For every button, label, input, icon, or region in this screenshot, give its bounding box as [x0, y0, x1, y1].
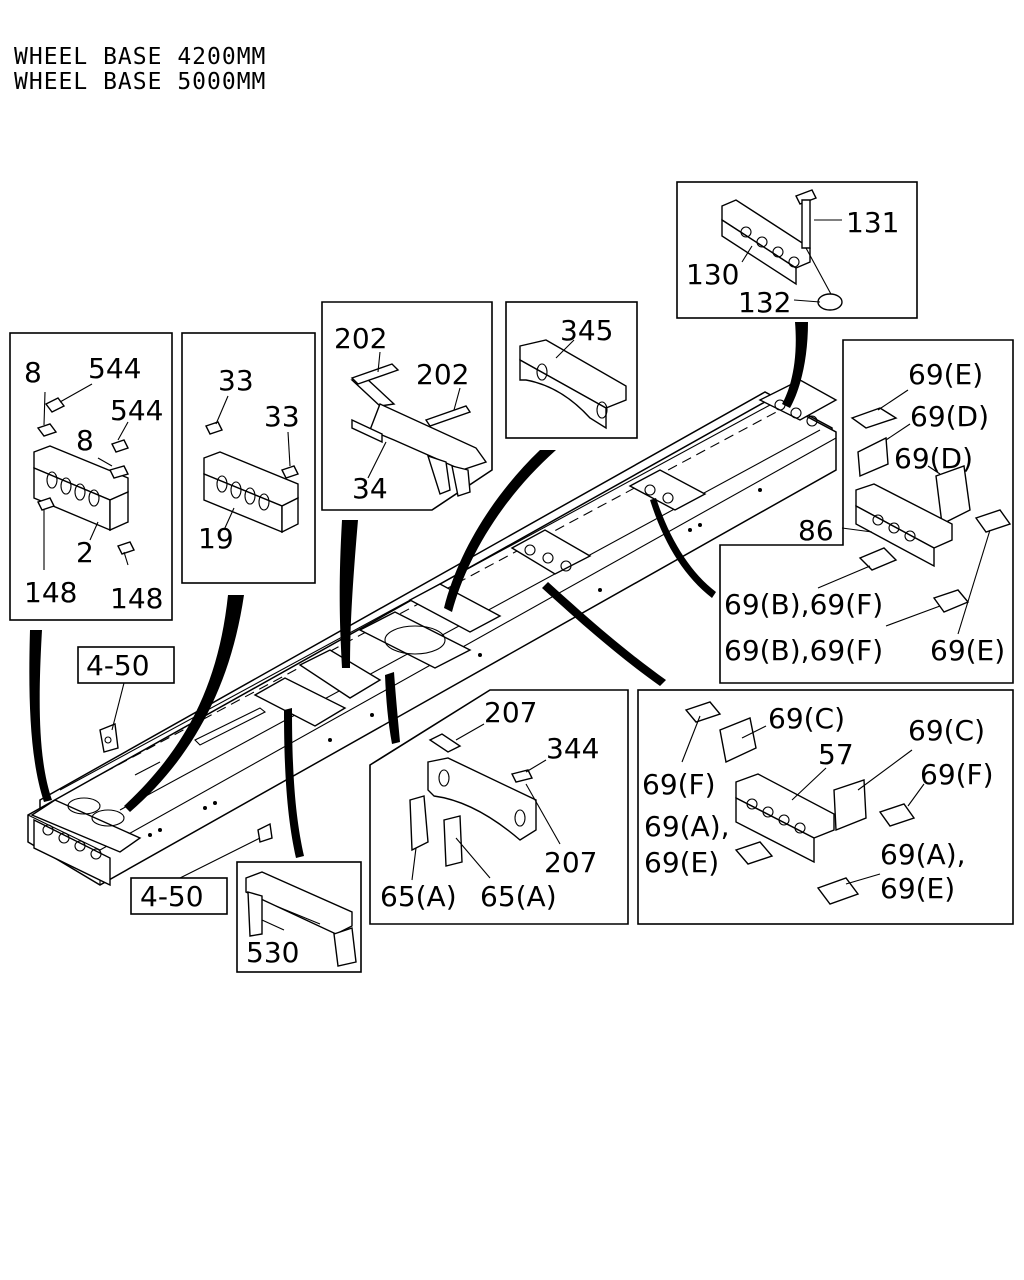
label-148-b: 148	[110, 582, 163, 615]
label-8-a: 8	[24, 356, 42, 389]
inset-box-crossmember-19: 33 33 19	[181, 332, 316, 584]
label-69E-3: 69(E)	[644, 846, 719, 879]
label-544-b: 544	[110, 394, 163, 427]
label-207-a: 207	[484, 696, 537, 729]
label-69D-2: 69(D)	[894, 442, 973, 475]
label-69E-1: 69(E)	[908, 358, 983, 391]
label-69E-4: 69(E)	[880, 872, 955, 905]
reference-label-upper: 4-50	[86, 649, 150, 682]
label-345: 345	[560, 314, 613, 347]
label-131: 131	[846, 206, 899, 239]
label-207-b: 207	[544, 846, 597, 879]
label-69BF-2: 69(B),69(F)	[724, 634, 883, 667]
label-69A-1: 69(A),	[644, 810, 730, 843]
label-130: 130	[686, 258, 739, 291]
label-69C-2: 69(C)	[908, 714, 985, 747]
label-69C-1: 69(C)	[768, 702, 845, 735]
chassis-frame	[27, 379, 838, 887]
reference-callout-lower[interactable]: 4-50	[130, 837, 261, 915]
label-344: 344	[546, 732, 599, 765]
label-8-b: 8	[76, 424, 94, 457]
label-202-a: 202	[334, 322, 387, 355]
label-132: 132	[738, 286, 791, 319]
label-69BF-1: 69(B),69(F)	[724, 588, 883, 621]
inset-box-crossmember-130: 131 130 132	[676, 181, 918, 319]
inset-box-crossmember-34: 202 202 34	[321, 301, 493, 511]
inset-box-crossmember-57: 69(C) 69(C) 57 69(F) 69(F) 69(A), 69(E) …	[637, 689, 1014, 925]
leader-curves	[29, 322, 808, 858]
label-69E-2: 69(E)	[930, 634, 1005, 667]
label-69A-2: 69(A),	[880, 838, 966, 871]
header-line-1: WHEEL BASE 4200MM	[14, 44, 266, 70]
label-202-b: 202	[416, 358, 469, 391]
inset-box-crossmember-344: 207 344 207 65(A) 65(A)	[369, 689, 629, 925]
header-line-2: WHEEL BASE 5000MM	[14, 69, 266, 95]
inset-box-crossmember-530: 530	[236, 861, 362, 973]
reference-label-lower: 4-50	[140, 880, 204, 913]
reference-callout-upper[interactable]: 4-50	[77, 646, 175, 731]
inset-box-crossmember-86: 69(E) 69(D) 69(D) 86 69(B),69(F) 69(B),6…	[719, 339, 1014, 684]
label-86: 86	[798, 514, 834, 547]
label-34: 34	[352, 472, 388, 505]
label-544-a: 544	[88, 352, 141, 385]
label-148-a: 148	[24, 576, 77, 609]
inset-box-crossmember-345: 345	[505, 301, 638, 439]
label-65A-2: 65(A)	[480, 880, 557, 913]
label-57: 57	[818, 738, 854, 771]
label-33-a: 33	[218, 364, 254, 397]
label-19: 19	[198, 522, 234, 555]
label-33-b: 33	[264, 400, 300, 433]
label-65A-1: 65(A)	[380, 880, 457, 913]
label-69F-2: 69(F)	[920, 758, 994, 791]
label-69F-1: 69(F)	[642, 768, 716, 801]
label-69D-1: 69(D)	[910, 400, 989, 433]
label-2: 2	[76, 536, 94, 569]
inset-box-crossmember-2: 8 544 544 8 2 148 148	[9, 332, 173, 621]
label-530: 530	[246, 936, 299, 969]
